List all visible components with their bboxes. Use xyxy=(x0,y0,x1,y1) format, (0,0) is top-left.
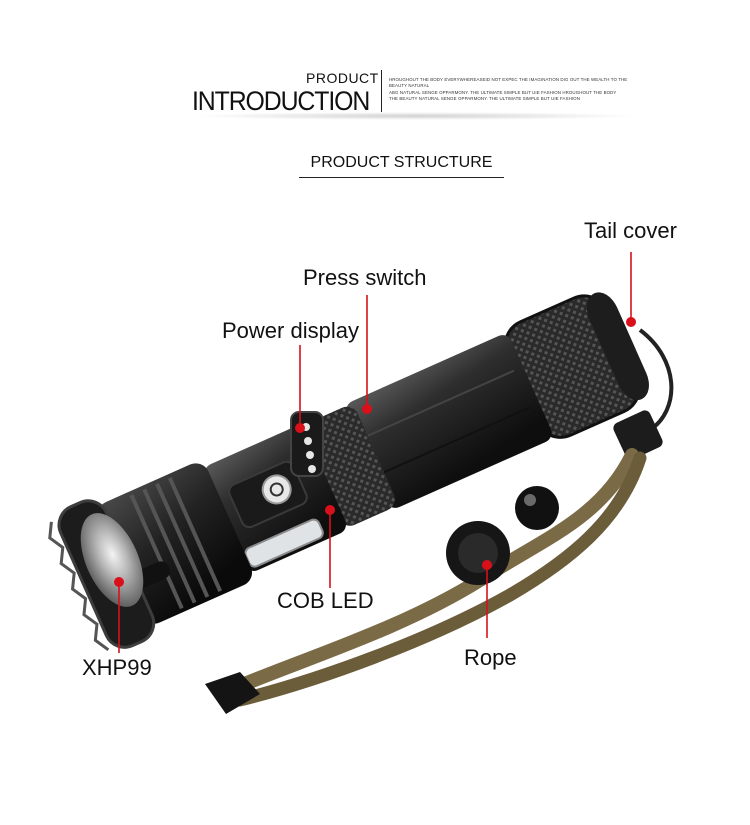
header-description-line: THE BEAUTY NATURAL SENGE OPPARMONY. THE … xyxy=(389,96,580,102)
header-introduction-label: INTRODUCTION xyxy=(192,86,370,116)
rope-end-cap xyxy=(205,672,260,714)
header-description-line: ABG NATURAL SENGE OPPARMONY. THE ULTIMAT… xyxy=(389,89,617,95)
header-description-line: HROUGHOUT THE BODY EVERYWHEREASEID NOT E… xyxy=(389,77,628,89)
xhp99-lens xyxy=(80,513,144,607)
header-divider xyxy=(381,70,382,112)
body-tube xyxy=(346,335,552,508)
rope-bead xyxy=(515,486,559,530)
rope-lanyard xyxy=(205,328,674,714)
header-product-label: PRODUCT xyxy=(306,70,379,86)
callout-leaders xyxy=(118,252,632,653)
callout-rope: Rope xyxy=(464,645,517,670)
section-title: PRODUCT STRUCTURE xyxy=(299,154,504,178)
zoom-ring xyxy=(302,406,395,526)
callout-cob-led: COB LED xyxy=(277,588,374,613)
callout-xhp99: XHP99 xyxy=(82,655,152,680)
header-shadow xyxy=(190,112,640,120)
header-description: HROUGHOUT THE BODY EVERYWHEREASEID NOT E… xyxy=(389,77,629,103)
press-switch[interactable] xyxy=(258,471,295,508)
power-display-indicator xyxy=(290,411,324,477)
callout-press-switch: Press switch xyxy=(303,265,427,290)
callout-tail-cover: Tail cover xyxy=(584,218,677,243)
callout-markers xyxy=(114,317,636,587)
callout-power-display: Power display xyxy=(222,318,359,343)
